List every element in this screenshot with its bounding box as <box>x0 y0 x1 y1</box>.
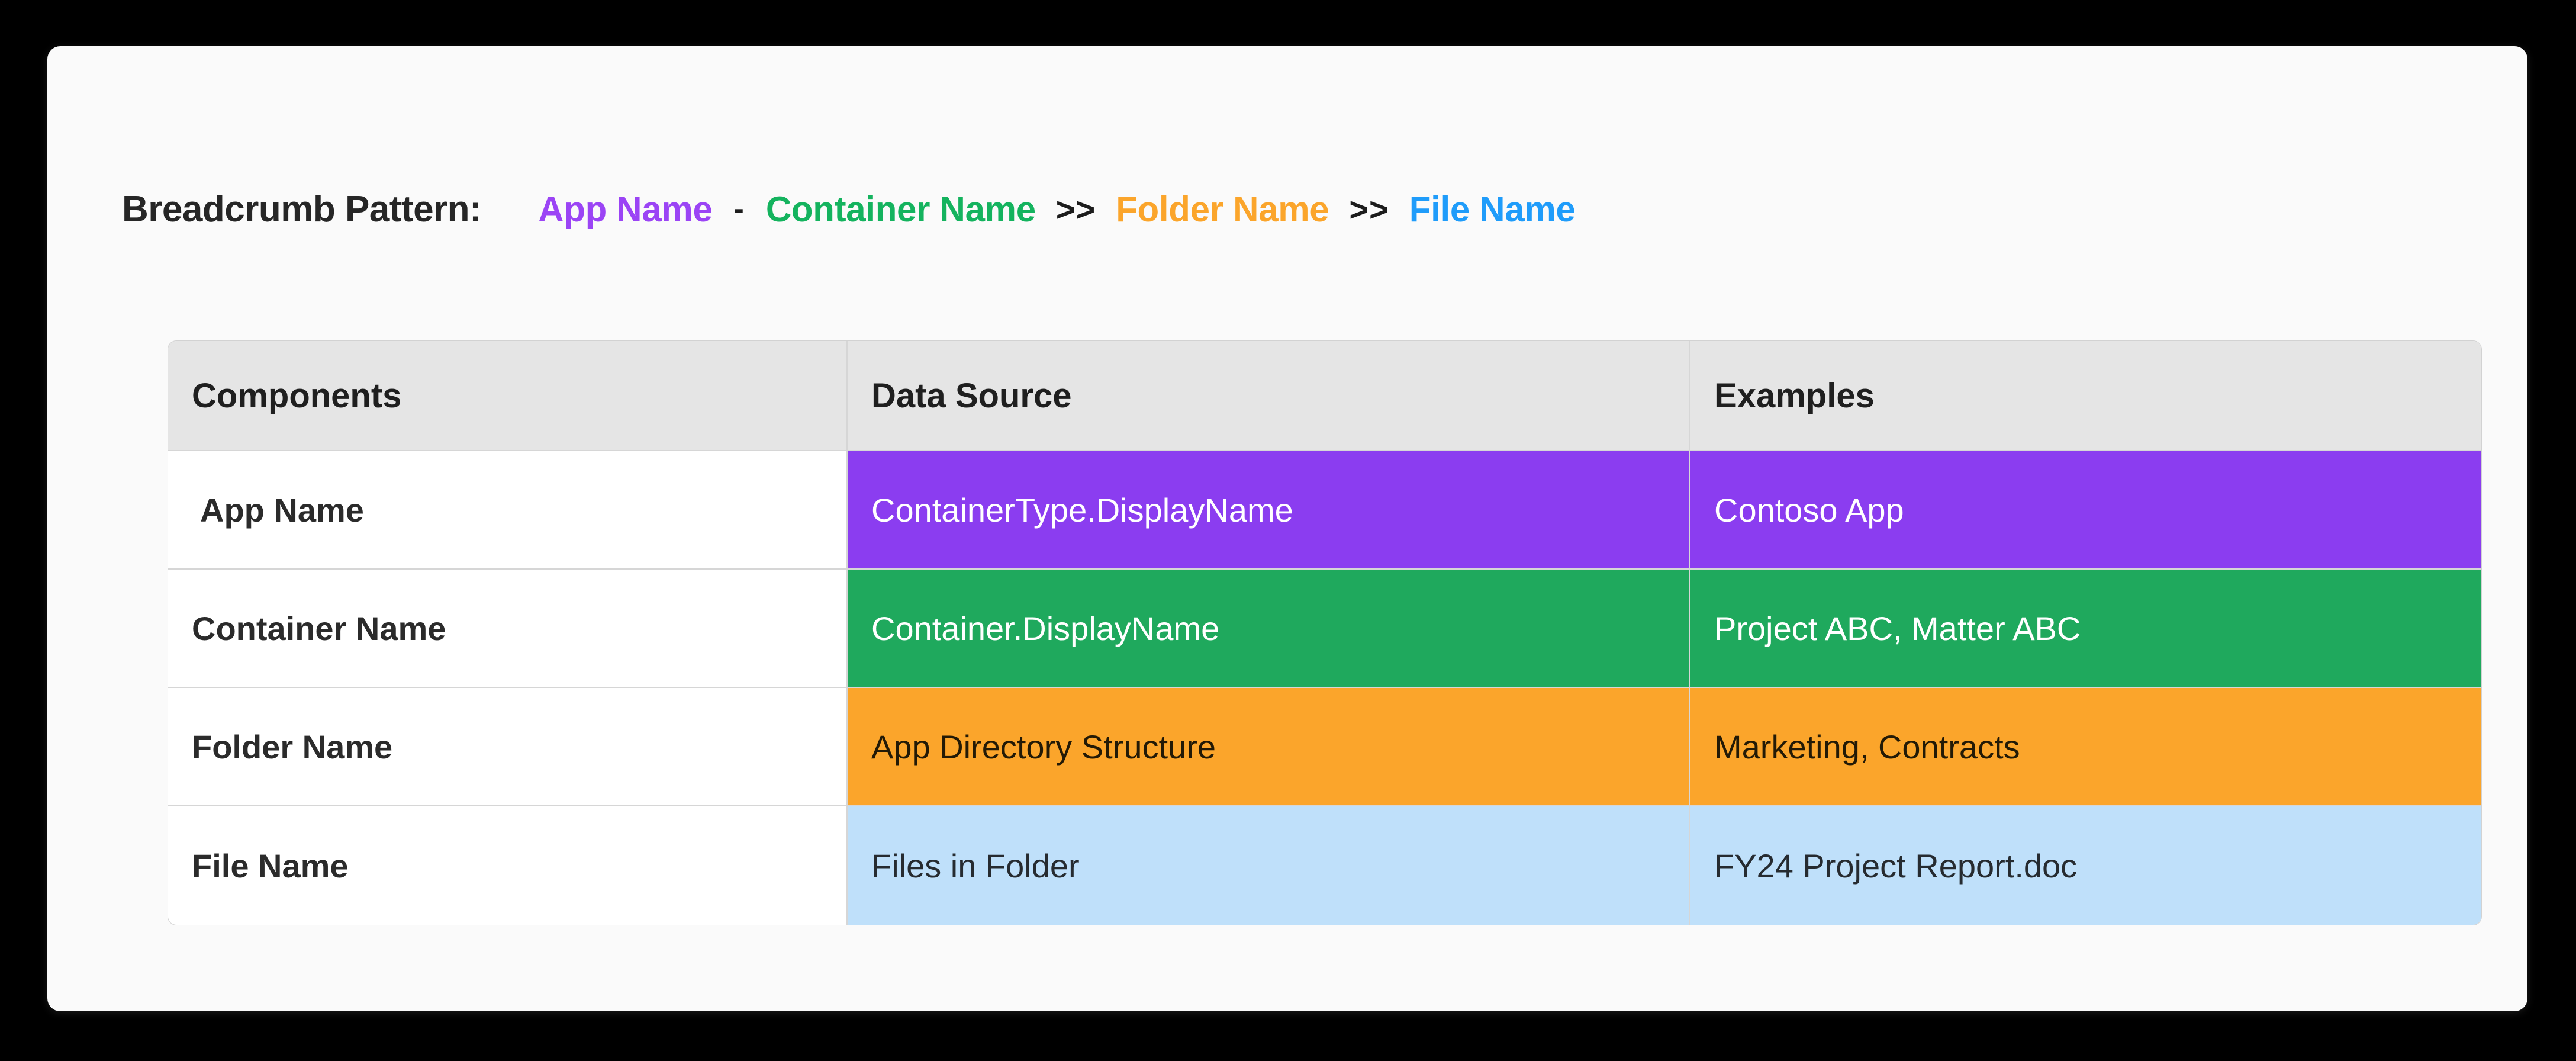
cell-component-container-name: Container Name <box>168 570 848 688</box>
cell-data-source-container-name: Container.DisplayName <box>848 570 1690 688</box>
table-header-row: Components Data Source Examples <box>168 341 2481 451</box>
cell-example-folder-name: Marketing, Contracts <box>1690 688 2481 806</box>
cell-data-source-folder-name: App Directory Structure <box>848 688 1690 806</box>
column-header-components: Components <box>168 341 848 451</box>
cell-data-source-app-name: ContainerType.DisplayName <box>848 451 1690 570</box>
cell-example-file-name: FY24 Project Report.doc <box>1690 806 2481 925</box>
table-row: Folder Name App Directory Structure Mark… <box>168 688 2481 806</box>
cell-component-file-name: File Name <box>168 806 848 925</box>
table-header: Components Data Source Examples <box>168 341 2481 451</box>
breadcrumb-crumb-folder-name[interactable]: Folder Name <box>1116 189 1329 229</box>
breadcrumb-separator-chevron-1: >> <box>1055 190 1096 228</box>
content-card: Breadcrumb Pattern: App Name - Container… <box>47 46 2527 1011</box>
column-header-examples: Examples <box>1690 341 2481 451</box>
breadcrumb-separator-dash: - <box>733 192 745 226</box>
table-body: App Name ContainerType.DisplayName Conto… <box>168 451 2481 925</box>
breadcrumb-pattern-label: Breadcrumb Pattern: <box>122 188 482 230</box>
breadcrumb-crumb-app-name[interactable]: App Name <box>538 189 713 229</box>
table-row: Container Name Container.DisplayName Pro… <box>168 570 2481 688</box>
cell-component-app-name: App Name <box>168 451 848 570</box>
table-row: App Name ContainerType.DisplayName Conto… <box>168 451 2481 570</box>
components-table: Components Data Source Examples App Name… <box>168 341 2481 925</box>
breadcrumb-crumb-file-name[interactable]: File Name <box>1409 189 1576 229</box>
table-row: File Name Files in Folder FY24 Project R… <box>168 806 2481 925</box>
breadcrumb-separator-chevron-2: >> <box>1349 190 1389 228</box>
cell-data-source-file-name: Files in Folder <box>848 806 1690 925</box>
components-table-container: Components Data Source Examples App Name… <box>168 341 2481 925</box>
column-header-data-source: Data Source <box>848 341 1690 451</box>
cell-example-container-name: Project ABC, Matter ABC <box>1690 570 2481 688</box>
breadcrumb-crumb-container-name[interactable]: Container Name <box>765 189 1036 229</box>
cell-component-folder-name: Folder Name <box>168 688 848 806</box>
cell-example-app-name: Contoso App <box>1690 451 2481 570</box>
breadcrumb: Breadcrumb Pattern: App Name - Container… <box>122 182 1576 236</box>
